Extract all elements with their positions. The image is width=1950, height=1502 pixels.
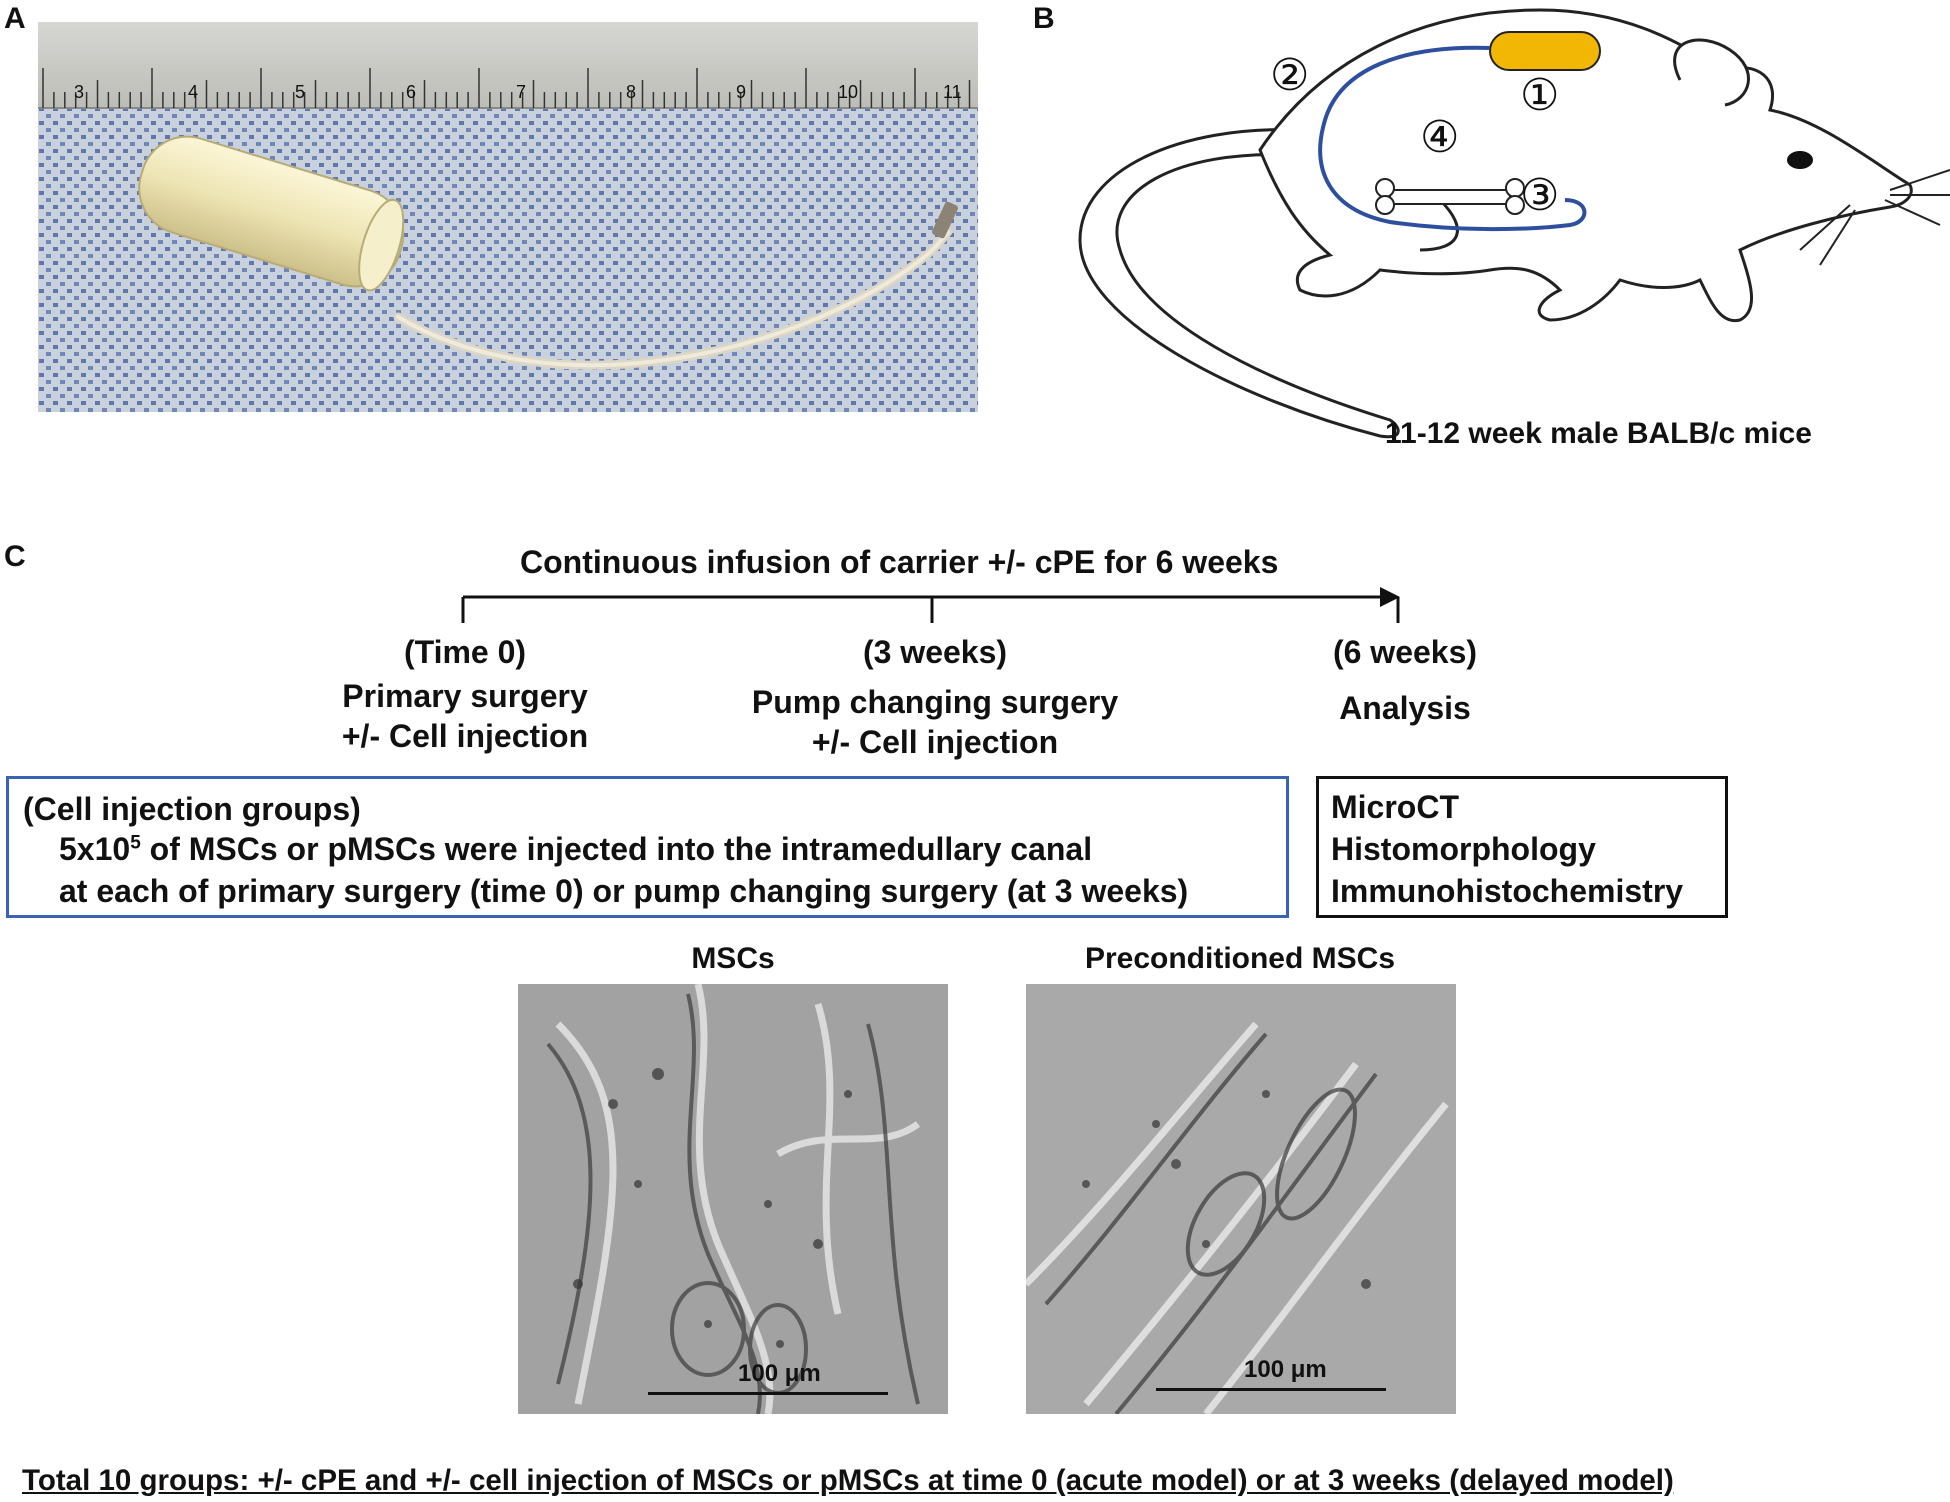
micro-left-title: MSCs xyxy=(691,942,775,975)
ruler-number: 5 xyxy=(295,82,306,102)
analysis-item: MicroCT xyxy=(1331,789,1459,825)
week3-when: (3 weeks) xyxy=(862,634,1008,670)
ruler-number: 11 xyxy=(943,82,962,102)
ruler-number: 3 xyxy=(74,82,85,102)
panel-a-letter: A xyxy=(4,2,26,35)
week6-when: (6 weeks) xyxy=(1332,634,1478,670)
panel-b-letter: B xyxy=(1033,2,1055,35)
micro-left-scale-bar xyxy=(648,1392,888,1395)
analysis-item: Immunohistochemistry xyxy=(1331,873,1684,909)
ruler-number: 7 xyxy=(516,82,527,102)
msc-micrograph: 100 μm xyxy=(518,984,948,1414)
ruler-number: 6 xyxy=(406,82,417,102)
week3-line1: Pump changing surgery xyxy=(751,684,1119,720)
msc-micrograph-graphic xyxy=(518,984,948,1414)
ruler-number: 4 xyxy=(188,82,199,102)
injection-line1: 5x105 of MSCs or pMSCs were injected int… xyxy=(59,829,1092,869)
injection-line2: at each of primary surgery (time 0) or p… xyxy=(59,873,1189,909)
marker-1: ① xyxy=(1520,71,1560,120)
marker-4: ④ xyxy=(1420,113,1460,162)
mouse-caption: 11-12 week male BALB/c mice xyxy=(1385,417,1812,450)
timeline-arrow xyxy=(461,587,1400,623)
ruler-number: 9 xyxy=(736,82,747,102)
analysis-item: Histomorphology xyxy=(1331,831,1596,867)
pump-photo: 3 4 5 6 7 8 9 10 11 xyxy=(38,22,978,412)
micro-right-scale-bar xyxy=(1156,1388,1386,1391)
micro-left-scale-label: 100 μm xyxy=(738,1360,821,1387)
ruler-number: 10 xyxy=(838,82,859,102)
ruler-number: 8 xyxy=(626,82,637,102)
injection-title: (Cell injection groups) xyxy=(23,791,361,827)
footer-summary: Total 10 groups: +/- cPE and +/- cell in… xyxy=(22,1464,1674,1497)
timeline-title: Continuous infusion of carrier +/- cPE f… xyxy=(520,544,1279,580)
pmsc-micrograph-graphic xyxy=(1026,984,1456,1414)
micro-right-scale-label: 100 μm xyxy=(1244,1356,1327,1383)
panel-c-letter: C xyxy=(4,540,26,573)
injection-line1-post: of MSCs or pMSCs were injected into the … xyxy=(140,831,1093,867)
week6-label: (6 weeks) Analysis xyxy=(1290,632,1520,728)
pump-photo-graphic xyxy=(38,22,978,412)
week6-line1: Analysis xyxy=(1339,690,1471,726)
marker-3: ③ xyxy=(1520,171,1560,220)
injection-line1-sup: 5 xyxy=(130,832,141,854)
time0-line2: +/- Cell injection xyxy=(341,718,589,754)
injection-line1-pre: 5x10 xyxy=(59,831,131,867)
week3-line2: +/- Cell injection xyxy=(811,724,1059,760)
mouse-diagram xyxy=(1078,8,1950,439)
week3-label: (3 weeks) Pump changing surgery +/- Cell… xyxy=(700,632,1170,762)
injection-groups-box: (Cell injection groups) 5x105 of MSCs or… xyxy=(6,776,1289,918)
analysis-box: MicroCT Histomorphology Immunohistochemi… xyxy=(1316,776,1728,918)
marker-2: ② xyxy=(1270,51,1310,100)
pmsc-micrograph: 100 μm xyxy=(1026,984,1456,1414)
time0-when: (Time 0) xyxy=(403,634,527,670)
time0-line1: Primary surgery xyxy=(342,678,588,714)
time0-label: (Time 0) Primary surgery +/- Cell inject… xyxy=(300,632,630,756)
micro-right-title: Preconditioned MSCs xyxy=(1084,942,1396,975)
